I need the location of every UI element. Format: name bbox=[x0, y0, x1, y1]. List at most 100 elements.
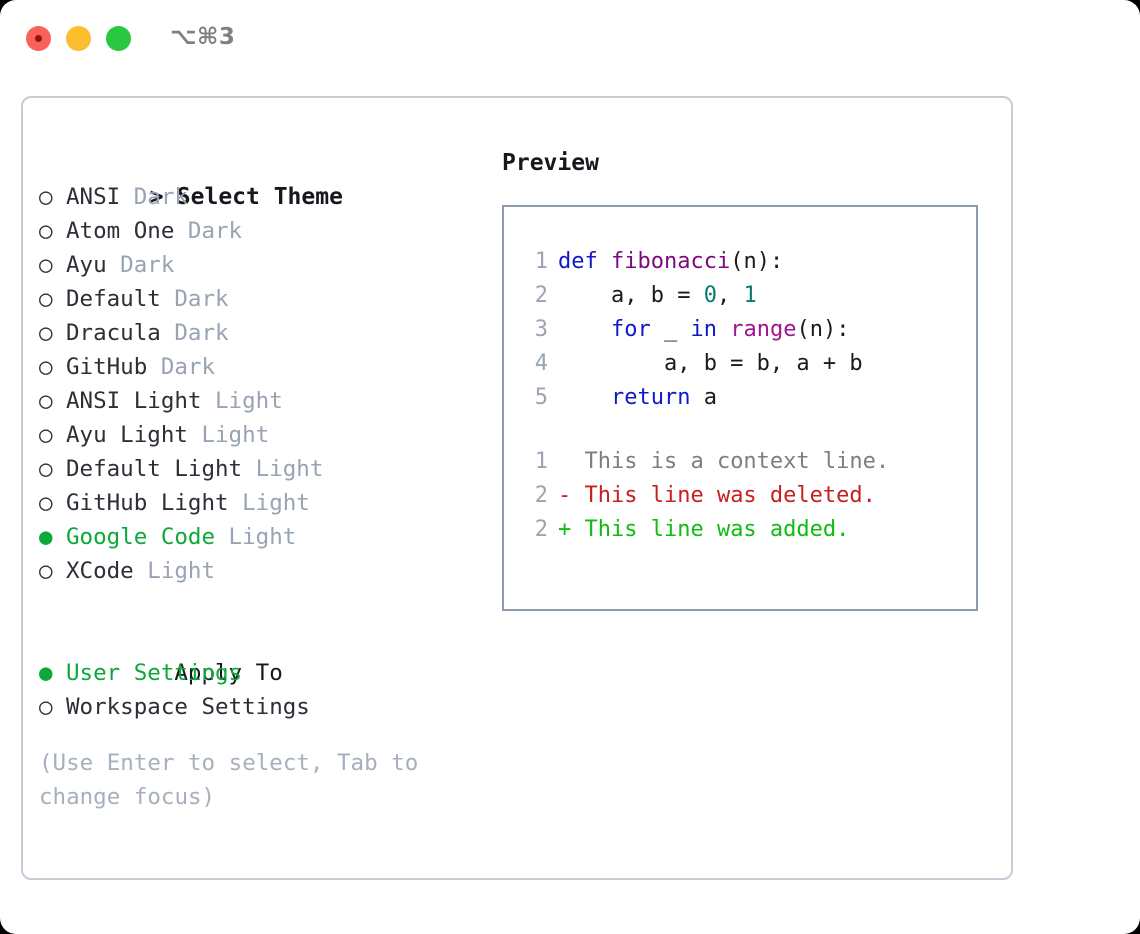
theme-option-label: Ayu bbox=[66, 252, 107, 278]
theme-option-google-code[interactable]: ●Google Code Light bbox=[39, 520, 489, 554]
code-line: 3 for _ in range(n): bbox=[522, 313, 976, 347]
keyboard-shortcut-label: ⌥⌘3 bbox=[170, 24, 236, 50]
prompt-caret-icon: > bbox=[149, 184, 164, 210]
theme-option-default[interactable]: ○ Default Dark bbox=[39, 282, 489, 316]
theme-option-github[interactable]: ○ GitHub Dark bbox=[39, 350, 489, 384]
radio-selected-icon: ● bbox=[39, 524, 53, 550]
theme-option-tag: Dark bbox=[147, 354, 216, 380]
maximize-window-button[interactable] bbox=[106, 26, 131, 51]
radio-unselected-icon: ○ bbox=[39, 354, 53, 380]
theme-option-atom-one[interactable]: ○Atom One Dark bbox=[39, 214, 489, 248]
theme-option-tag: Light bbox=[228, 490, 310, 516]
code-token-plain: a, b = b, a + b bbox=[558, 351, 863, 376]
radio-unselected-icon: ○ bbox=[39, 388, 53, 414]
theme-option-label: Default bbox=[66, 286, 161, 312]
theme-option-tag: Dark bbox=[160, 320, 229, 346]
theme-option-label: ANSI Light bbox=[66, 388, 202, 414]
theme-option-tag: Light bbox=[133, 558, 216, 584]
apply-to-option-workspace-settings[interactable]: ○ Workspace Settings bbox=[39, 690, 489, 724]
close-icon bbox=[35, 35, 42, 42]
theme-option-tag: Light bbox=[187, 422, 270, 448]
theme-option-default-light[interactable]: ○Default Light Light bbox=[39, 452, 489, 486]
theme-list-column: >Select Theme ○ANSI Dark○Atom One Dark○A… bbox=[39, 146, 489, 814]
diff-text: This line was deleted. bbox=[571, 483, 876, 508]
diff-line-context: 1 This is a context line. bbox=[522, 445, 976, 479]
diff-line-added: 2+ This line was added. bbox=[522, 513, 976, 547]
minimize-window-button[interactable] bbox=[66, 26, 91, 51]
theme-selector-panel: >Select Theme ○ANSI Dark○Atom One Dark○A… bbox=[21, 96, 1013, 880]
radio-unselected-icon: ○ bbox=[39, 252, 53, 278]
line-number: 1 bbox=[534, 449, 548, 474]
theme-option-github-light[interactable]: ○GitHub Light Light bbox=[39, 486, 489, 520]
theme-option-label: GitHub Light bbox=[66, 490, 229, 516]
code-token-plain: a, b = bbox=[558, 283, 704, 308]
theme-option-label: Ayu Light bbox=[66, 422, 188, 448]
list-spacer bbox=[39, 588, 489, 622]
radio-unselected-icon: ○ bbox=[39, 558, 53, 584]
code-token-num: 0 bbox=[703, 283, 717, 308]
theme-option-tag: Dark bbox=[160, 286, 229, 312]
code-token-plain: _ bbox=[650, 317, 691, 342]
theme-option-ansi-light[interactable]: ○ ANSI Light Light bbox=[39, 384, 489, 418]
theme-option-ayu[interactable]: ○ Ayu Dark bbox=[39, 248, 489, 282]
line-number: 2 bbox=[534, 517, 548, 542]
line-number: 4 bbox=[534, 351, 548, 376]
code-token-num: 1 bbox=[743, 283, 757, 308]
theme-option-tag: Dark bbox=[120, 184, 188, 210]
code-token-plain bbox=[717, 317, 730, 342]
code-token-plain: a bbox=[690, 385, 717, 410]
diff-sign: - bbox=[558, 483, 572, 508]
code-token-kw: in bbox=[690, 317, 717, 342]
code-token-plain: , bbox=[716, 283, 744, 308]
radio-unselected-icon: ○ bbox=[39, 320, 53, 346]
code-token-kw: def bbox=[558, 249, 611, 274]
code-token-fn: fibonacci bbox=[610, 249, 731, 274]
select-theme-header: > Select Theme bbox=[39, 146, 489, 210]
apply-to-title: Apply To bbox=[174, 660, 283, 686]
code-line: 4 a, b = b, a + b bbox=[522, 347, 976, 381]
theme-option-tag: Light bbox=[215, 524, 297, 550]
preview-header: Preview bbox=[502, 150, 599, 176]
theme-option-tag: Dark bbox=[106, 252, 175, 278]
diff-sign bbox=[558, 449, 571, 474]
theme-option-dracula[interactable]: ○Dracula Dark bbox=[39, 316, 489, 350]
apply-to-option-label: User Settings bbox=[66, 660, 243, 686]
line-number: 5 bbox=[534, 385, 548, 410]
diff-text: This line was added. bbox=[571, 517, 850, 542]
theme-option-label: Atom One bbox=[66, 218, 175, 244]
diff-line-deleted: 2- This line was deleted. bbox=[522, 479, 976, 513]
radio-unselected-icon: ○ bbox=[39, 184, 53, 210]
select-theme-title: Select Theme bbox=[176, 184, 343, 210]
radio-selected-icon: ● bbox=[39, 660, 53, 686]
theme-option-xcode[interactable]: ○XCode Light bbox=[39, 554, 489, 588]
line-number: 1 bbox=[534, 249, 548, 274]
code-line: 1 def fibonacci(n): bbox=[522, 245, 976, 279]
code-line: 2 a, b = 0, 1 bbox=[522, 279, 976, 313]
theme-option-ansi[interactable]: ○ ANSI Dark bbox=[39, 180, 489, 214]
line-number: 2 bbox=[534, 483, 548, 508]
line-number: 2 bbox=[534, 283, 548, 308]
theme-option-label: GitHub bbox=[66, 354, 148, 380]
radio-unselected-icon: ○ bbox=[39, 694, 53, 720]
line-number: 3 bbox=[534, 317, 548, 342]
diff-text: This is a context line. bbox=[571, 449, 890, 474]
code-token-plain bbox=[558, 385, 611, 410]
code-token-kw: return bbox=[610, 385, 691, 410]
theme-option-tag: Dark bbox=[174, 218, 243, 244]
radio-unselected-icon: ○ bbox=[39, 286, 53, 312]
window-titlebar: ⌥⌘3 bbox=[0, 0, 1140, 78]
apply-to-option-label: Workspace Settings bbox=[66, 694, 310, 720]
theme-option-label: ANSI bbox=[66, 184, 121, 210]
radio-unselected-icon: ○ bbox=[39, 456, 53, 482]
apply-to-option-user-settings[interactable]: ● User Settings bbox=[39, 656, 489, 690]
keyboard-hint-text: (Use Enter to select, Tab to change focu… bbox=[39, 750, 419, 810]
code-token-plain: (n): bbox=[796, 317, 850, 342]
code-token-plain: (n): bbox=[730, 249, 784, 274]
theme-option-tag: Light bbox=[201, 388, 283, 414]
preview-gap bbox=[522, 415, 976, 445]
theme-option-ayu-light[interactable]: ○Ayu Light Light bbox=[39, 418, 489, 452]
apply-to-header: Apply To bbox=[39, 622, 489, 686]
